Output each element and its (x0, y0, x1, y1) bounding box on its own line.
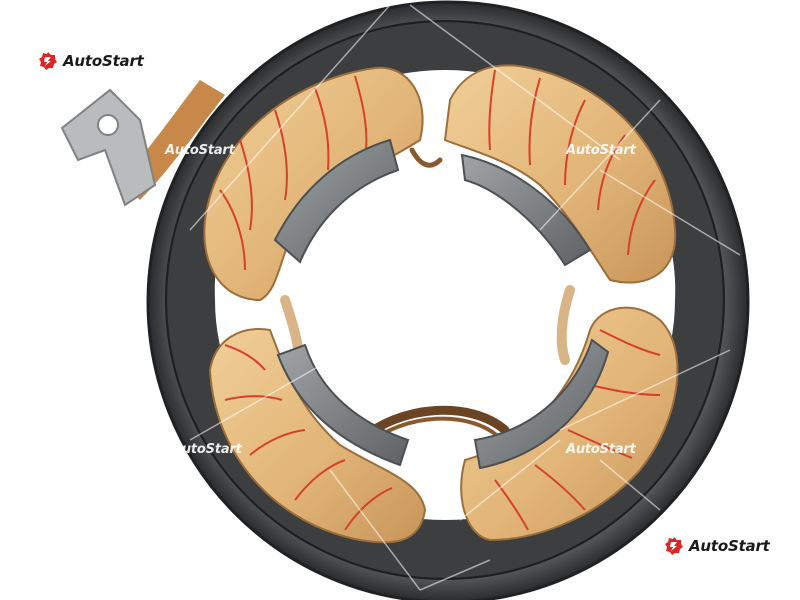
brand-name: AutoStart (689, 537, 770, 555)
autostart-gear-icon (665, 537, 683, 555)
brand-name: AutoStart (63, 52, 144, 70)
field-coil-top-right (443, 64, 677, 284)
watermark-text: AutoStart (566, 143, 636, 158)
field-coil-top-left (203, 66, 424, 302)
terminal-bracket (60, 80, 225, 207)
watermark-text: AutoStart (165, 143, 235, 158)
watermark-lines (189, 4, 741, 591)
autostart-gear-icon (39, 52, 57, 70)
watermark-text: AutoStart (172, 442, 242, 457)
watermark-text: AutoStart (566, 442, 636, 457)
brand-logo-top-left: AutoStart (38, 51, 144, 71)
brand-logo-bottom-right: AutoStart (664, 536, 770, 556)
field-coil-bottom-right (460, 306, 679, 542)
housing-ring (146, 0, 750, 600)
field-coil-bottom-left (208, 328, 427, 544)
